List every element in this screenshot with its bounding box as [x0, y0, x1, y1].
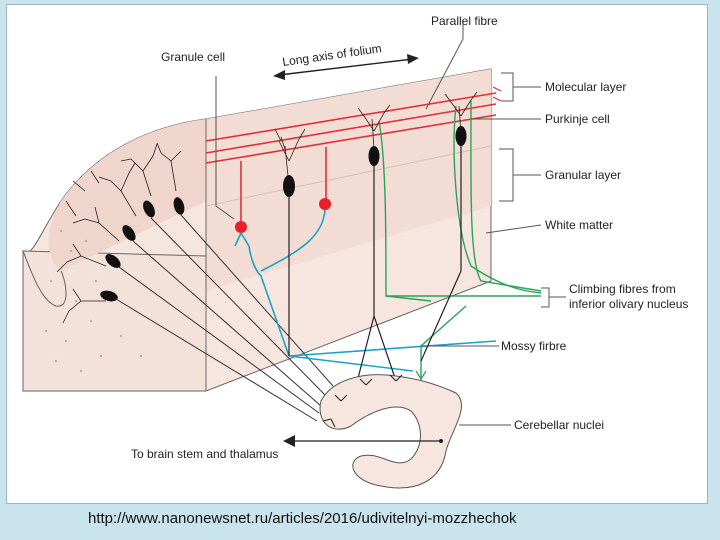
diagram-frame: Parallel fibre Granule cell Long axis of… — [6, 4, 708, 504]
cerebellum-diagram: Parallel fibre Granule cell Long axis of… — [22, 14, 688, 489]
label-parallel-fibre: Parallel fibre — [431, 14, 498, 28]
label-mossy-fibre: Mossy firbre — [501, 339, 567, 353]
label-molecular-layer: Molecular layer — [545, 80, 626, 94]
mossy-fibres — [234, 209, 497, 372]
right-purkinje-cells — [274, 91, 478, 387]
label-purkinje-cell: Purkinje cell — [545, 112, 610, 126]
label-granule-cell: Granule cell — [161, 50, 225, 64]
left-purkinje-cells — [100, 197, 185, 302]
leader-lines — [215, 21, 566, 426]
label-white-matter: White matter — [545, 218, 613, 232]
label-climbing-fibres-1: Climbing fibres from — [569, 282, 676, 296]
caption-bar — [0, 506, 720, 540]
label-granular-layer: Granular layer — [545, 168, 621, 182]
cerebellar-nuclei — [319, 370, 462, 489]
granule-cells — [235, 198, 331, 233]
label-cerebellar-nuclei: Cerebellar nuclei — [514, 418, 604, 432]
source-url: http://www.nanonewsnet.ru/articles/2016/… — [88, 510, 517, 527]
label-climbing-fibres-2: inferior olivary nucleus — [569, 297, 688, 311]
left-purkinje-dendrites — [56, 142, 182, 324]
parallel-fibres — [205, 92, 497, 226]
label-brain-stem: To brain stem and thalamus — [131, 447, 278, 461]
molecular-markers — [492, 86, 502, 102]
granular-stipple — [44, 229, 143, 373]
climbing-fibres — [378, 100, 542, 381]
brain-stem-arrow — [283, 435, 443, 447]
folium-block — [22, 68, 492, 392]
long-axis-arrow — [273, 54, 419, 80]
